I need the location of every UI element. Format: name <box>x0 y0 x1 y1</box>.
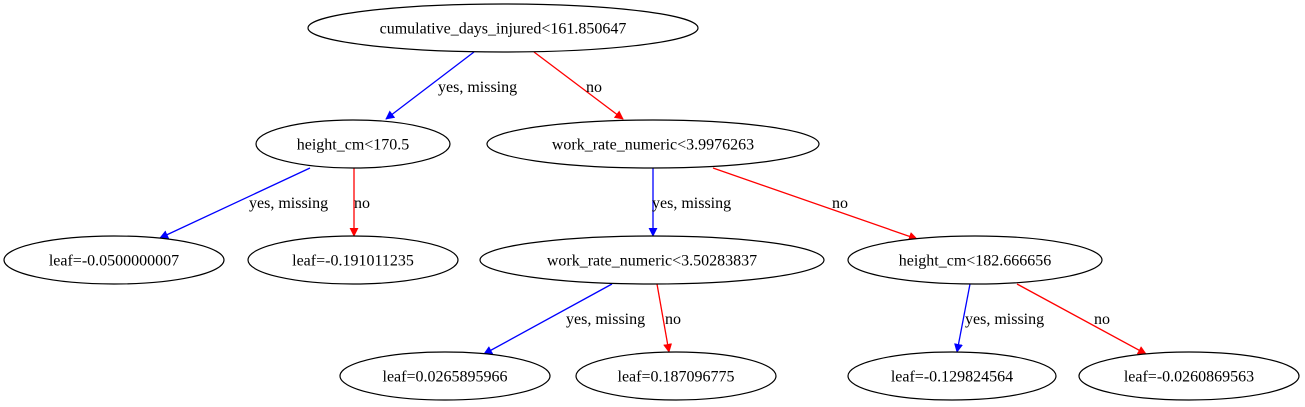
split-node-height-cm-182-666656: height_cm<182.666656 <box>847 235 1103 285</box>
edge-label-yes-missing: yes, missing <box>249 195 328 212</box>
edge-work-rate-3-50283837-to-leaf-c <box>483 283 613 355</box>
edge-height-cm-170-5-to-leaf-a <box>159 167 311 239</box>
node-label: cumulative_days_injured<161.850647 <box>380 21 627 38</box>
edge-label-yes-missing: yes, missing <box>652 195 731 212</box>
edge-work-rate-3-50283837-to-leaf-d <box>656 283 673 353</box>
edge-label-no: no <box>354 195 370 212</box>
edge-root-to-height-cm-170-5 <box>385 51 475 120</box>
edge-label-yes-missing: yes, missing <box>566 311 645 328</box>
leaf-node-a: leaf=-0.0500000007 <box>3 235 225 285</box>
edge-height-cm-182-666656-to-leaf-f <box>1016 283 1147 355</box>
leaf-node-d: leaf=0.187096775 <box>575 351 777 401</box>
leaf-node-f: leaf=-0.0260869563 <box>1078 351 1300 401</box>
leaf-node-b: leaf=-0.191011235 <box>247 235 459 285</box>
split-node-cumulative-days-injured: cumulative_days_injured<161.850647 <box>307 3 699 53</box>
split-node-height-cm-170-5: height_cm<170.5 <box>255 119 451 169</box>
edge-label-no: no <box>832 195 848 212</box>
edge-label-yes-missing: yes, missing <box>965 311 1044 328</box>
edge-label-no: no <box>586 79 602 96</box>
node-label: height_cm<182.666656 <box>899 253 1052 270</box>
node-label: leaf=0.187096775 <box>618 369 735 386</box>
edge-label-yes-missing: yes, missing <box>438 79 517 96</box>
edge-height-cm-182-666656-to-leaf-e <box>954 283 971 353</box>
leaf-node-c: leaf=0.0265895966 <box>339 351 551 401</box>
split-node-work-rate-3-9976263: work_rate_numeric<3.9976263 <box>486 119 820 169</box>
edge-root-to-work-rate-3-9976263 <box>533 51 624 120</box>
node-label: leaf=-0.129824564 <box>891 369 1013 386</box>
node-label: leaf=-0.0260869563 <box>1124 369 1254 386</box>
edge-label-no: no <box>665 311 681 328</box>
node-label: leaf=-0.191011235 <box>292 253 414 270</box>
edge-work-rate-3-9976263-to-height-cm-182-666656 <box>712 167 918 241</box>
node-label: leaf=-0.0500000007 <box>49 253 179 270</box>
node-label: work_rate_numeric<3.50283837 <box>547 253 757 270</box>
split-node-work-rate-3-50283837: work_rate_numeric<3.50283837 <box>479 235 825 285</box>
node-label: height_cm<170.5 <box>297 137 410 154</box>
node-label: work_rate_numeric<3.9976263 <box>552 137 754 154</box>
node-label: leaf=0.0265895966 <box>383 369 508 386</box>
edge-label-no: no <box>1094 311 1110 328</box>
leaf-node-e: leaf=-0.129824564 <box>847 351 1057 401</box>
